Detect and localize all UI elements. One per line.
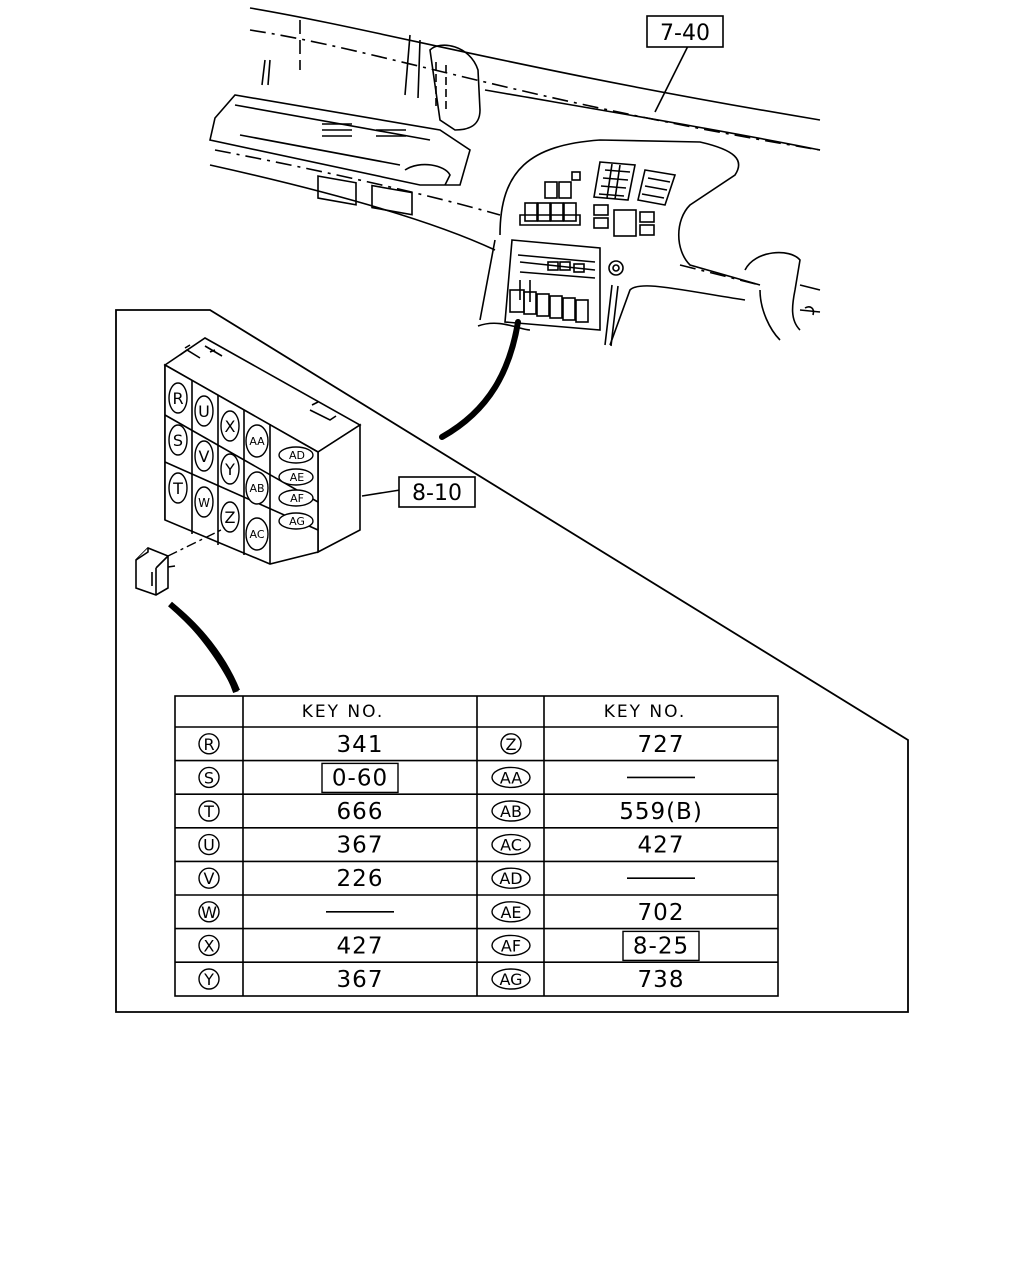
row-label: U xyxy=(203,836,215,855)
row-label-circle xyxy=(491,867,531,889)
svg-text:AC: AC xyxy=(249,528,264,541)
row-value: 341 xyxy=(337,732,384,758)
svg-text:AE: AE xyxy=(290,471,305,484)
row-label-circle xyxy=(198,733,220,755)
row-label: Y xyxy=(203,970,214,989)
svg-text:AA: AA xyxy=(249,435,265,448)
svg-text:T: T xyxy=(172,479,183,498)
fuse-box-ref-text: 8-10 xyxy=(412,481,462,506)
row-value-box xyxy=(321,762,399,794)
row-label-circle xyxy=(491,800,531,822)
row-value: 727 xyxy=(638,732,685,758)
row-label: AE xyxy=(500,903,521,922)
row-label: R xyxy=(203,735,214,754)
row-label: V xyxy=(204,869,215,888)
row-label: AA xyxy=(500,768,522,787)
svg-text:AF: AF xyxy=(290,492,304,505)
table-row: Z 727 xyxy=(500,732,685,758)
row-label: X xyxy=(204,936,215,955)
table-row: AA xyxy=(491,766,695,789)
dashboard-ref-callout: 7-40 xyxy=(646,15,724,48)
row-label: AB xyxy=(500,802,522,821)
row-value: 738 xyxy=(638,967,685,993)
row-label-circle xyxy=(198,934,220,957)
svg-text:R: R xyxy=(172,389,183,408)
row-value-box xyxy=(622,930,700,962)
table-row: R 341 xyxy=(198,732,384,758)
table-row: X 427 xyxy=(198,933,384,959)
svg-text:AG: AG xyxy=(289,515,305,528)
row-label-circle xyxy=(198,800,220,822)
row-label: AC xyxy=(500,836,522,855)
row-value: 226 xyxy=(337,866,384,892)
svg-text:Y: Y xyxy=(224,460,235,479)
row-label: W xyxy=(201,903,217,922)
table-row: AF 8-25 xyxy=(491,930,700,962)
key-table xyxy=(174,695,779,997)
table-row: AG 738 xyxy=(491,967,685,993)
row-value: 0-60 xyxy=(332,765,388,791)
svg-text:X: X xyxy=(225,417,236,436)
svg-text:AD: AD xyxy=(289,449,305,462)
row-label-circle xyxy=(198,867,220,889)
key-table-headers: KEY NO. KEY NO. xyxy=(302,702,687,722)
row-label: AF xyxy=(501,936,521,955)
svg-text:AB: AB xyxy=(249,482,264,495)
row-label-circle xyxy=(491,934,531,957)
row-value: 367 xyxy=(337,967,384,993)
fuse-label-text: R S T U V W X Y Z AA AB AC AD AE AF AG xyxy=(172,389,305,541)
table-row: S 0-60 xyxy=(198,762,399,794)
table-row: AC 427 xyxy=(491,833,685,859)
row-value: 367 xyxy=(337,833,384,859)
row-value: 427 xyxy=(638,833,685,859)
row-label-circle xyxy=(198,901,220,923)
table-row: U 367 xyxy=(198,833,384,859)
row-label-circle xyxy=(491,766,531,789)
dashboard-illustration xyxy=(209,7,821,347)
row-label: T xyxy=(203,802,214,821)
dashboard-ref-text: 7-40 xyxy=(660,21,710,46)
row-label: AD xyxy=(499,869,522,888)
row-label-circle xyxy=(500,733,522,755)
row-value: 8-25 xyxy=(633,933,689,959)
svg-text:W: W xyxy=(198,496,210,510)
svg-text:S: S xyxy=(173,431,183,450)
table-row: AD xyxy=(491,867,695,889)
row-value: 427 xyxy=(337,933,384,959)
row-label-circle xyxy=(198,766,220,789)
table-row: T 666 xyxy=(198,799,384,825)
relay-icon xyxy=(135,547,176,596)
row-value: 559(B) xyxy=(619,799,703,825)
row-label-circle xyxy=(491,968,531,990)
svg-text:U: U xyxy=(198,402,210,421)
row-value: 666 xyxy=(337,799,384,825)
row-label-circle xyxy=(198,968,220,990)
table-row: V 226 xyxy=(198,866,384,892)
row-label: AG xyxy=(499,970,522,989)
row-label: S xyxy=(204,768,214,787)
svg-text:Z: Z xyxy=(225,508,236,527)
svg-text:V: V xyxy=(199,447,210,466)
row-label-circle xyxy=(491,833,531,856)
table-row: AE 702 xyxy=(491,900,685,926)
header-key-left: KEY NO. xyxy=(302,702,385,722)
detail-frame xyxy=(115,309,909,1013)
row-label: Z xyxy=(506,735,517,754)
fuse-labels xyxy=(168,382,314,551)
table-row: Y 367 xyxy=(198,967,384,993)
table-row: AB 559(B) xyxy=(491,799,703,825)
fuse-box-ref-callout: 8-10 xyxy=(398,476,476,508)
row-label-circle xyxy=(491,901,531,923)
table-row: W xyxy=(198,901,394,923)
header-key-right: KEY NO. xyxy=(604,702,687,722)
row-value: 702 xyxy=(638,900,685,926)
row-label-circle xyxy=(198,833,220,856)
